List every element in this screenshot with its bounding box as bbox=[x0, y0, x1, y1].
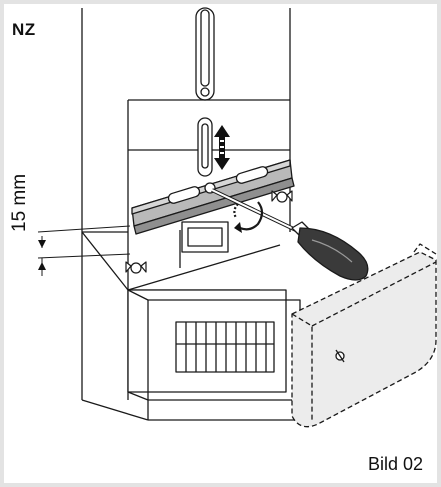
rotate-arrow-icon bbox=[233, 201, 264, 233]
cover-plate bbox=[291, 243, 437, 428]
mounting-rail bbox=[131, 159, 295, 235]
vertical-slot bbox=[197, 117, 213, 177]
dimension-15mm bbox=[37, 225, 131, 276]
upper-cabinet bbox=[81, 7, 291, 232]
dimension-label: 15 mm bbox=[9, 173, 30, 232]
double-arrow-icon bbox=[214, 125, 230, 170]
screwdriver-icon bbox=[211, 188, 369, 281]
figure-caption: Bild 02 bbox=[367, 454, 423, 474]
wing-screw-icon bbox=[125, 190, 293, 274]
lower-cabinet bbox=[81, 221, 301, 421]
corner-label: NZ bbox=[12, 20, 36, 39]
